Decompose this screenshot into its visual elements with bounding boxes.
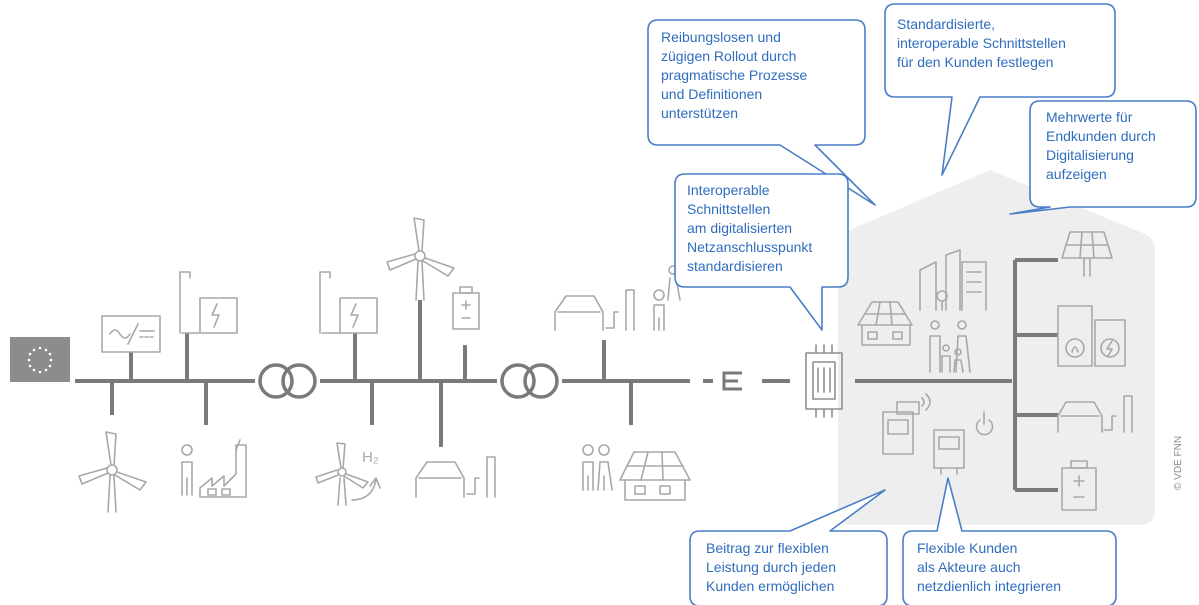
factory-icon — [199, 439, 247, 498]
callout-added-value-bubble — [1009, 100, 1197, 215]
battery-icon — [452, 286, 480, 330]
family-icon — [929, 320, 971, 373]
callout-grid-connection-bubble — [674, 173, 849, 331]
callout-standardized-text: Standardisierte, interoperable Schnittst… — [897, 16, 1066, 70]
callout-flexible-power-text: Beitrag zur flexiblen Leistung durch jed… — [706, 540, 836, 594]
solar-panel-icon — [857, 301, 913, 346]
callout-added-value-text: Mehrwerte für Endkunden durch Digitalisi… — [1046, 109, 1156, 182]
callout-standardized-bubble — [884, 3, 1116, 176]
car-charger-icon — [554, 289, 635, 331]
callout-flexible-customers-bubble — [902, 477, 1117, 605]
main-grid-line — [75, 258, 1058, 492]
transformer-icon — [258, 363, 317, 399]
callout-grid-connection-text: Interoperable Schnittstellen am digitali… — [687, 182, 813, 274]
power-button-icon — [975, 411, 994, 436]
appliance-icon — [882, 393, 931, 455]
person-icon — [653, 265, 681, 331]
copyright-notice: © VDE FNN — [1173, 435, 1184, 490]
car-charger-icon — [415, 456, 496, 498]
solar-panel-icon — [1061, 231, 1113, 277]
hydrogen-label: H₂ — [362, 449, 379, 466]
wallbox-icon — [1057, 395, 1133, 433]
person-icon — [582, 444, 613, 491]
callout-rollout-text: Reibungslosen und zügigen Rollout durch … — [661, 29, 808, 121]
factory-icon — [179, 271, 238, 334]
transformer-icon — [500, 363, 559, 399]
eu-flag-icon — [10, 337, 70, 382]
callout-flexible-power-bubble — [689, 489, 888, 605]
smart-meter-icon — [933, 429, 965, 475]
battery-icon — [1061, 460, 1097, 511]
city-icon — [919, 249, 987, 311]
inverter-icon — [101, 315, 161, 353]
callout-flexible-customers-text: Flexible Kunden als Akteure auch netzdie… — [917, 540, 1061, 594]
hydrogen-icon — [315, 442, 381, 506]
person-icon — [181, 444, 193, 496]
factory-icon — [319, 271, 378, 334]
heat-pump-icon — [1057, 305, 1126, 367]
wind-turbine-icon — [78, 431, 147, 513]
smart-meter-icon — [805, 344, 843, 418]
wind-turbine-icon — [386, 217, 455, 301]
solar-panel-icon — [619, 451, 691, 501]
